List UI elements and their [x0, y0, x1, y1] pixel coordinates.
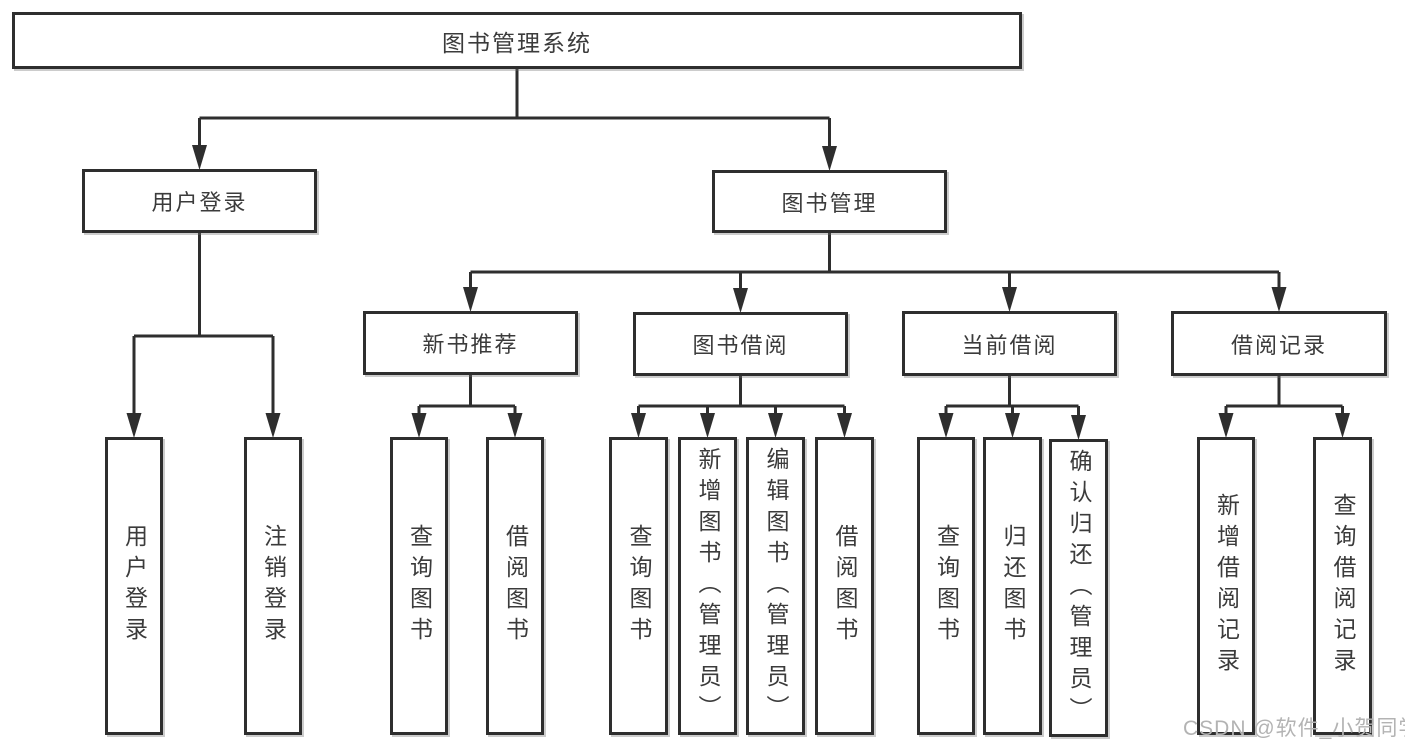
node-cb-confirm: 确认归还（管理员） [1049, 439, 1108, 737]
node-label-br-add: 新增借阅记录 [1213, 493, 1240, 679]
node-cb-return: 归还图书 [983, 437, 1042, 735]
node-label-ul-logout: 注销登录 [260, 524, 287, 648]
node-new-book-rec: 新书推荐 [363, 311, 578, 375]
node-label-cb-return: 归还图书 [1000, 524, 1026, 648]
arrowhead-icon [700, 413, 715, 438]
node-ul-login: 用户登录 [105, 437, 163, 735]
arrowhead-icon [822, 146, 837, 171]
node-nbr-borrow: 借阅图书 [486, 437, 544, 735]
arrowhead-icon [938, 413, 954, 438]
arrowhead-icon [192, 145, 207, 170]
node-label-bb-edit: 编辑图书（管理员） [763, 446, 789, 726]
node-label-user-login: 用户登录 [151, 190, 248, 215]
node-book-borrow: 图书借阅 [633, 312, 848, 376]
arrowhead-icon [733, 288, 748, 313]
node-label-current-borrow: 当前借阅 [961, 332, 1058, 358]
node-ul-logout: 注销登录 [244, 437, 302, 735]
watermark: CSDN @软件_小贺同学 [1183, 717, 1405, 740]
node-nbr-query: 查询图书 [390, 437, 448, 735]
node-br-add: 新增借阅记录 [1197, 437, 1255, 735]
node-label-cb-query: 查询图书 [933, 524, 960, 648]
arrowhead-icon [1002, 287, 1017, 312]
node-label-new-book-rec: 新书推荐 [422, 332, 519, 357]
node-br-query: 查询借阅记录 [1313, 437, 1372, 735]
node-root: 图书管理系统 [12, 12, 1022, 69]
arrowhead-icon [507, 413, 523, 438]
node-bb-query: 查询图书 [609, 437, 668, 735]
node-label-book-mgmt: 图书管理 [781, 190, 878, 216]
arrowhead-icon [1271, 287, 1287, 312]
node-bb-borrow: 借阅图书 [815, 437, 874, 735]
node-bb-add: 新增图书（管理员） [678, 437, 737, 735]
arrowhead-icon [1005, 413, 1020, 438]
node-label-bb-add: 新增图书（管理员） [695, 446, 721, 726]
node-label-book-borrow: 图书借阅 [692, 333, 789, 358]
arrowhead-icon [265, 413, 281, 438]
node-label-root: 图书管理系统 [442, 29, 592, 56]
arrowhead-icon [1071, 415, 1086, 440]
node-label-nbr-borrow: 借阅图书 [502, 524, 529, 648]
node-label-br-query: 查询借阅记录 [1330, 493, 1356, 679]
node-label-ul-login: 用户登录 [121, 524, 148, 648]
node-label-bb-query: 查询图书 [626, 524, 652, 648]
arrowhead-icon [411, 413, 427, 438]
arrowhead-icon [837, 413, 852, 438]
node-borrow-records: 借阅记录 [1171, 311, 1387, 376]
arrowhead-icon [768, 413, 783, 438]
arrowhead-icon [631, 413, 646, 438]
node-label-cb-confirm: 确认归还（管理员） [1066, 448, 1092, 728]
node-book-mgmt: 图书管理 [712, 170, 947, 233]
arrowhead-icon [463, 287, 478, 312]
arrowhead-icon [126, 413, 142, 438]
arrowhead-icon [1335, 413, 1350, 438]
node-label-bb-borrow: 借阅图书 [832, 524, 858, 648]
node-current-borrow: 当前借阅 [902, 311, 1117, 376]
node-label-borrow-records: 借阅记录 [1230, 332, 1327, 358]
arrowhead-icon [1218, 413, 1234, 438]
node-user-login: 用户登录 [82, 169, 317, 233]
node-cb-query: 查询图书 [917, 437, 975, 735]
node-label-nbr-query: 查询图书 [406, 524, 433, 648]
node-bb-edit: 编辑图书（管理员） [746, 437, 805, 735]
